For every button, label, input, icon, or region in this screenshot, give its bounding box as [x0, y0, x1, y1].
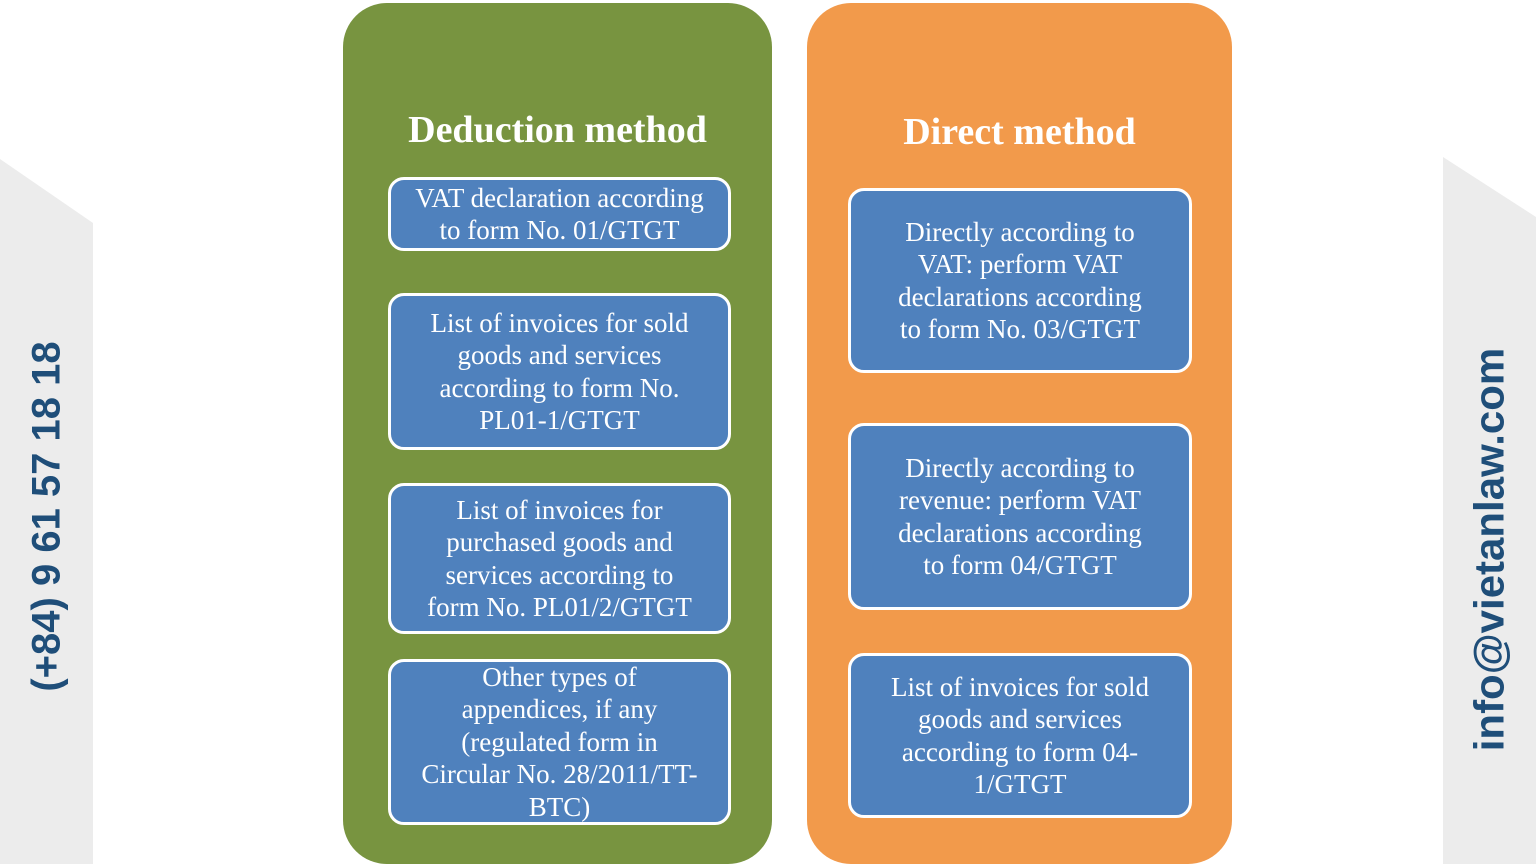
email-vertical-text: info@vietanlaw.com	[1465, 347, 1512, 752]
direct-item-sold-invoices: List of invoices for sold goods and serv…	[848, 653, 1192, 818]
right-contact-banner	[1443, 157, 1536, 864]
deduction-item-vat-declaration: VAT declaration according to form No. 01…	[388, 177, 731, 251]
deduction-item-vat-declaration-label: VAT declaration according to form No. 01…	[415, 182, 704, 245]
deduction-item-sold-invoices-label: List of invoices for sold goods and serv…	[430, 307, 689, 435]
direct-item-vat-based-label: Directly according to VAT: perform VAT d…	[898, 216, 1142, 344]
direct-item-revenue-based: Directly according to revenue: perform V…	[848, 423, 1192, 610]
deduction-item-sold-invoices: List of invoices for sold goods and serv…	[388, 293, 731, 450]
deduction-item-other-appendices-label: Other types of appendices, if any (regul…	[421, 662, 698, 822]
deduction-item-other-appendices: Other types of appendices, if any (regul…	[388, 659, 731, 825]
deduction-item-purchased-invoices-label: List of invoices for purchased goods and…	[427, 494, 692, 622]
deduction-method-title: Deduction method	[408, 109, 707, 151]
deduction-item-purchased-invoices: List of invoices for purchased goods and…	[388, 483, 731, 634]
direct-item-sold-invoices-label: List of invoices for sold goods and serv…	[891, 671, 1149, 799]
direct-item-vat-based: Directly according to VAT: perform VAT d…	[848, 188, 1192, 373]
left-contact-banner	[0, 159, 93, 864]
direct-item-revenue-based-label: Directly according to revenue: perform V…	[898, 452, 1142, 580]
phone-number-vertical-text: (+84) 9 61 57 18 18	[24, 341, 69, 692]
direct-method-title: Direct method	[903, 111, 1136, 153]
